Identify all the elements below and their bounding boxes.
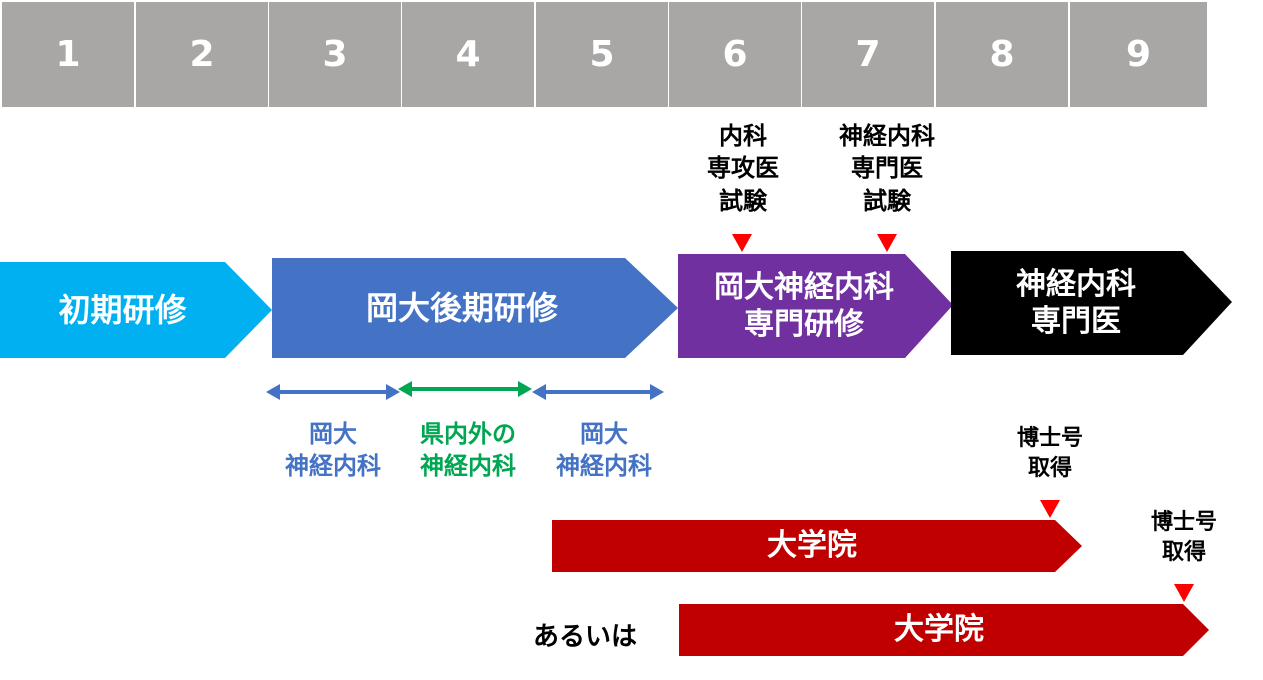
note-line: 博士号 xyxy=(1016,426,1083,451)
sub-period-line: 神経内科 xyxy=(285,452,381,481)
phd-marker-2 xyxy=(1174,584,1194,602)
sub-period-line: 岡大 xyxy=(309,420,357,448)
sub-period-label-2: 県内外の 神経内科 xyxy=(402,418,534,483)
year-6: 6 xyxy=(669,2,801,107)
exam-marker-2 xyxy=(877,234,897,252)
year-1: 1 xyxy=(2,2,134,107)
year-2: 2 xyxy=(136,2,268,107)
grad-school-arrow-2 xyxy=(679,604,1209,656)
late-training-label: 岡大後期研修 xyxy=(365,289,558,327)
exam-marker-1 xyxy=(732,234,752,252)
note-line: 試験 xyxy=(863,186,911,215)
specialist-line-2: 専門医 xyxy=(1031,304,1121,339)
note-line: 取得 xyxy=(1161,539,1206,565)
sub-period-arrow-3 xyxy=(532,384,664,400)
note-line: 内科 xyxy=(719,122,767,150)
late-training-arrow xyxy=(272,258,678,358)
specialist-line-1: 神経内科 xyxy=(1016,266,1136,302)
note-line: 専攻医 xyxy=(707,154,779,183)
note-line: 専門医 xyxy=(851,154,923,183)
specialist-training-label: 岡大神経内科 専門研修 xyxy=(678,254,930,358)
grad-school-arrow-1 xyxy=(552,520,1082,572)
year-9: 9 xyxy=(1070,2,1207,107)
sub-period-label-1: 岡大 神経内科 xyxy=(267,418,399,483)
specialist-label: 神経内科 専門医 xyxy=(951,251,1201,355)
specialist-arrow xyxy=(951,251,1232,355)
or-label: あるいは xyxy=(533,622,638,652)
grad-school-label-2: 大学院 xyxy=(894,612,984,648)
grad-school-label-1: 大学院 xyxy=(767,528,857,564)
internal-medicine-exam-note: 内科 専攻医 試験 xyxy=(678,120,808,217)
note-line: 博士号 xyxy=(1150,510,1217,535)
year-8: 8 xyxy=(936,2,1068,107)
year-3: 3 xyxy=(269,2,401,107)
year-5: 5 xyxy=(536,2,668,107)
phd-marker-1 xyxy=(1040,500,1060,518)
specialist-training-arrow xyxy=(678,254,953,358)
initial-training-arrow xyxy=(0,262,272,358)
specialist-training-line-2: 専門研修 xyxy=(744,307,864,342)
sub-period-arrow-1 xyxy=(266,384,400,400)
specialist-training-line-1: 岡大神経内科 xyxy=(714,269,894,305)
phd-note-1: 博士号 取得 xyxy=(985,424,1115,483)
neurology-exam-note: 神経内科 専門医 試験 xyxy=(822,120,952,217)
year-4: 4 xyxy=(402,2,534,107)
sub-period-label-3: 岡大 神経内科 xyxy=(538,418,670,483)
sub-period-line: 県内外の xyxy=(420,420,516,448)
sub-period-arrow-2 xyxy=(398,381,532,397)
phd-note-2: 博士号 取得 xyxy=(1119,508,1249,567)
sub-period-line: 神経内科 xyxy=(420,452,516,481)
year-7: 7 xyxy=(802,2,934,107)
note-line: 神経内科 xyxy=(839,122,935,150)
sub-period-line: 岡大 xyxy=(580,420,628,448)
note-line: 取得 xyxy=(1027,455,1072,481)
initial-training-label: 初期研修 xyxy=(58,291,187,329)
note-line: 試験 xyxy=(719,186,767,215)
sub-period-line: 神経内科 xyxy=(556,452,652,481)
